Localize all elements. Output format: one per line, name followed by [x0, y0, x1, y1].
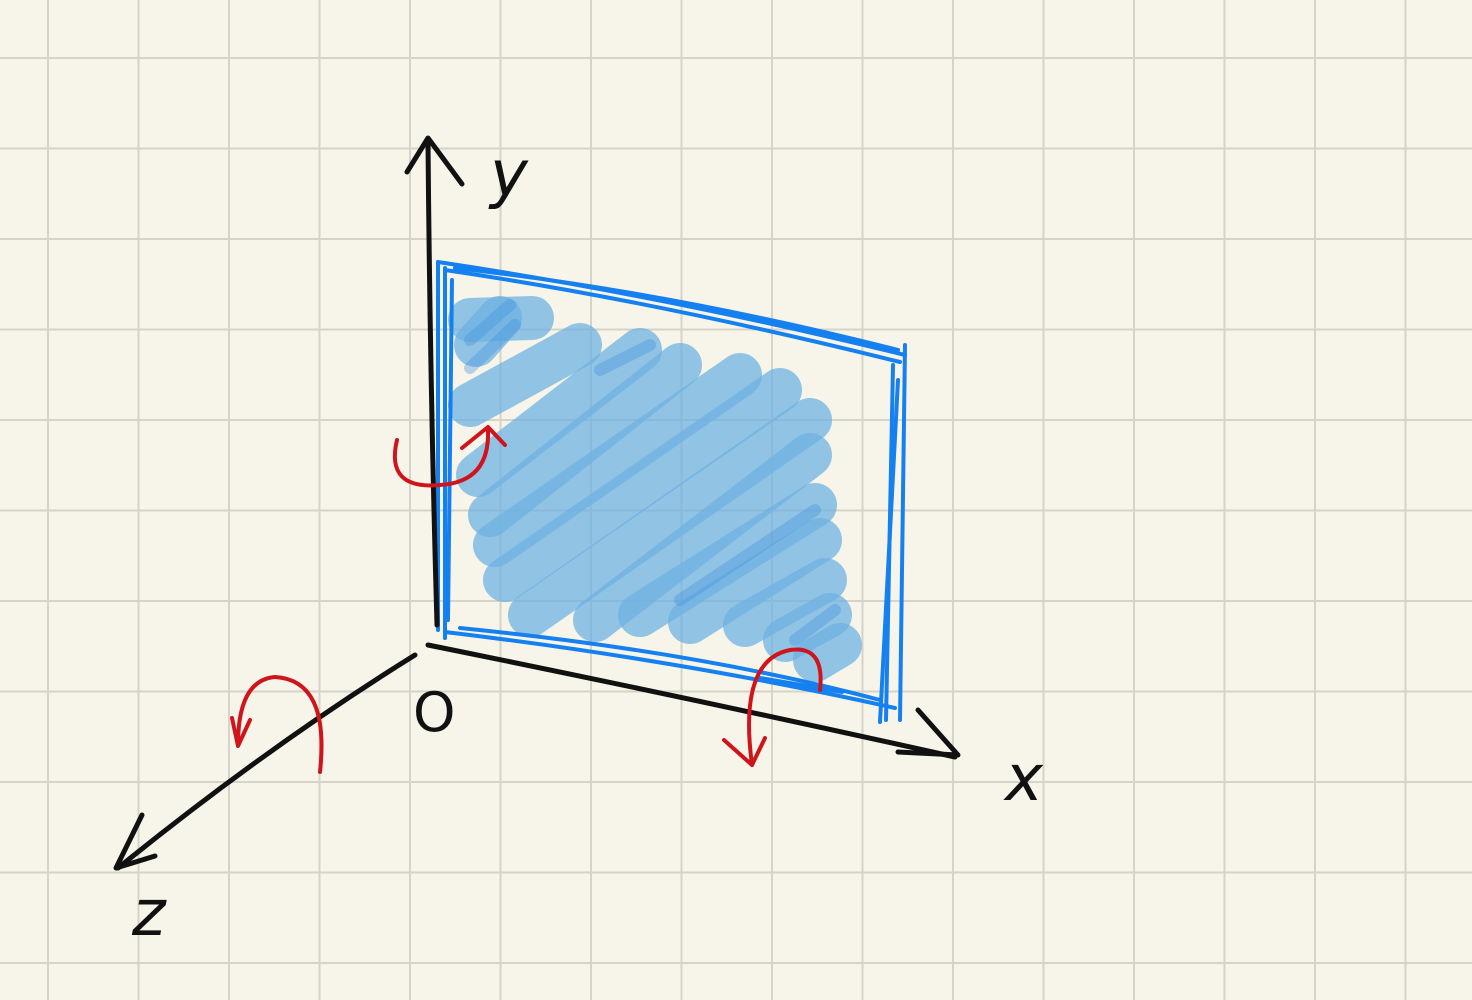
x-axis-arrowhead	[895, 707, 961, 758]
plane-shading	[448, 296, 862, 682]
origin-label: O	[413, 681, 456, 744]
y-axis-arrowhead	[404, 135, 465, 187]
x-axis-line	[425, 642, 958, 760]
y-axis-line	[425, 139, 440, 628]
rotation-arrow-z-icon	[236, 675, 324, 774]
rotation-arrow-x-icon	[747, 647, 823, 767]
plane-shading-overlap	[464, 299, 841, 646]
z-axis-label: z	[131, 877, 167, 951]
x-axis-label: x	[1003, 742, 1044, 816]
axes	[113, 135, 961, 871]
y-axis-label: y	[488, 138, 529, 212]
rotation-arrows	[230, 425, 823, 774]
z-axis-arrowhead	[113, 812, 158, 871]
z-axis-line	[115, 652, 418, 871]
rotation-arrow-y-icon	[392, 428, 491, 488]
plane-outline	[436, 260, 907, 724]
